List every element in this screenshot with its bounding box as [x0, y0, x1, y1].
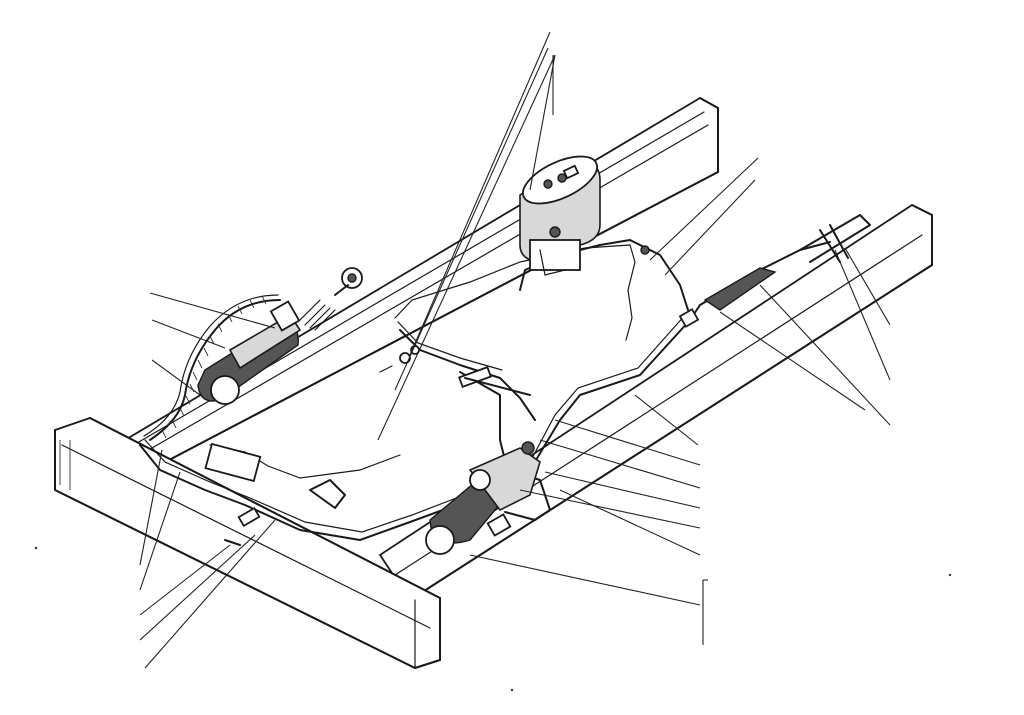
leader-line	[759, 284, 891, 426]
valve-assembly	[379, 345, 531, 396]
stray-marks	[34, 546, 952, 692]
leader-line	[139, 544, 231, 616]
leader-line	[151, 359, 201, 396]
slave-cylinder	[425, 441, 541, 555]
leader-line	[539, 439, 701, 489]
bracket-clip	[204, 442, 346, 546]
leader-line	[394, 47, 549, 391]
reservoir	[519, 155, 601, 276]
frame-rail-front	[54, 417, 441, 669]
leader-lines	[139, 31, 891, 669]
rear-fitting	[640, 224, 849, 328]
leader-line	[139, 471, 181, 591]
leader-line	[719, 311, 866, 411]
leader-line	[634, 394, 699, 446]
leader-line	[649, 157, 759, 261]
leader-line	[544, 471, 701, 509]
leader-line	[139, 534, 256, 641]
leader-line	[834, 249, 891, 381]
master-cylinder	[197, 300, 302, 405]
leader-line	[144, 519, 276, 669]
leader-line	[409, 31, 551, 356]
leader-line	[559, 489, 701, 556]
leader-line	[377, 54, 556, 441]
leader-line	[844, 247, 891, 326]
cable-harness	[143, 294, 281, 441]
leader-line	[529, 54, 556, 191]
leader-line	[519, 489, 701, 529]
leader-line	[469, 554, 701, 606]
leader-line	[149, 292, 276, 329]
leader-line	[139, 449, 163, 566]
rod-end	[299, 267, 363, 331]
leader-line	[554, 419, 701, 466]
leader-line	[151, 319, 226, 349]
leader-line	[664, 179, 756, 276]
